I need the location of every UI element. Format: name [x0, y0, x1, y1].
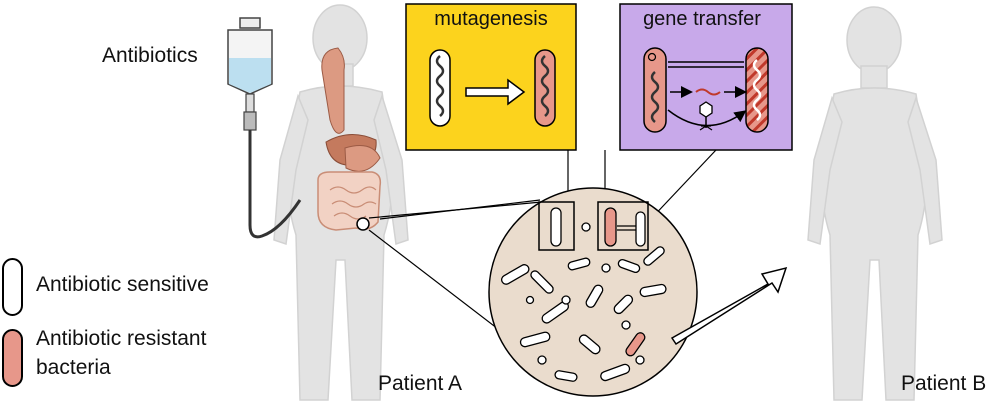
- gene-transfer-zoom-box: [597, 201, 649, 251]
- legend-sensitive-icon: [2, 258, 23, 316]
- free-dna-icon: [695, 88, 721, 96]
- iv-bag-icon: [227, 17, 302, 239]
- gut-microbiome-circle: [488, 187, 698, 397]
- gene-transfer-box: gene transfer: [619, 3, 793, 151]
- patient-b-silhouette-icon: [807, 6, 943, 401]
- bacteriophage-icon: [699, 101, 713, 131]
- donor-bacterium-icon: [643, 47, 667, 133]
- mutagenesis-title: mutagenesis: [434, 8, 547, 30]
- gene-transfer-title: gene transfer: [643, 8, 761, 30]
- antibiotics-label: Antibiotics: [102, 44, 198, 67]
- mutagenesis-zoom-box: [538, 201, 575, 251]
- legend-resistant-label-line2: bacteria: [36, 356, 111, 379]
- digestive-system-icon: [317, 47, 382, 231]
- legend-sensitive-label: Antibiotic sensitive: [36, 273, 209, 296]
- legend-resistant-label-line1: Antibiotic resistant: [36, 327, 207, 350]
- resistant-bacterium-icon: [534, 49, 556, 127]
- patient-b-label: Patient B: [901, 372, 986, 395]
- legend-resistant-icon: [2, 329, 23, 387]
- patient-a-label: Patient A: [378, 372, 462, 395]
- mutagenesis-box: mutagenesis: [405, 3, 577, 151]
- transmission-arrow-icon: [670, 266, 788, 346]
- mutation-arrow-icon: [465, 78, 526, 106]
- resistant-bacterium-in-gut-icon: [625, 332, 646, 357]
- sensitive-bacterium-icon: [429, 49, 451, 127]
